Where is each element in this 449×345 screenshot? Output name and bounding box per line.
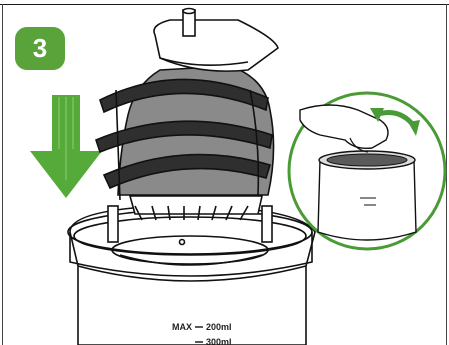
inset-detail — [289, 93, 445, 249]
step-number: 3 — [33, 33, 47, 64]
insert-down-arrow-icon — [30, 95, 102, 198]
juicing-auger — [96, 9, 278, 221]
bowl-max-value: 200ml — [206, 322, 232, 332]
step-number-badge: 3 — [15, 27, 65, 70]
bowl-max-marker: MAX — [172, 322, 192, 332]
bowl-lower-value: 300ml — [206, 337, 232, 345]
